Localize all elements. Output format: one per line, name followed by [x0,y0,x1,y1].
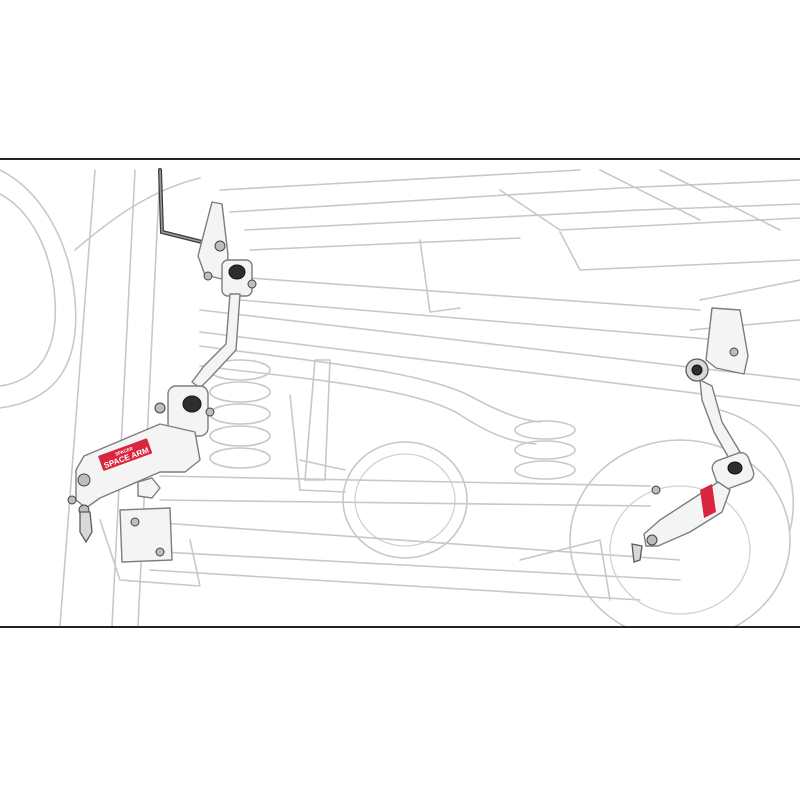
right-sway-bar-link-assembly [631,307,755,563]
left-sway-bar-link-assembly: SPACER SPACE ARM [67,168,257,563]
axle-mount-bracket [119,507,173,563]
right-coil-spring [514,420,576,480]
suspension-illustration: SPACER SPACE ARM [0,168,800,626]
space-arm-label-background [98,438,153,471]
right-frame-bracket [705,307,749,375]
sway-bar-link [191,293,241,389]
right-wheel [569,409,795,626]
differential [299,441,468,559]
illustration-frame: SPACER SPACE ARM [0,158,800,628]
space-arm-sublabel: SPACER [114,446,134,457]
bracket-bolt [214,240,226,252]
chassis-background [0,169,800,626]
right-space-arm-label [700,484,716,518]
left-coil-spring [209,359,271,469]
lower-stud [79,511,93,544]
axle-mount-nut [137,477,161,499]
right-sway-bar-link [699,379,741,461]
